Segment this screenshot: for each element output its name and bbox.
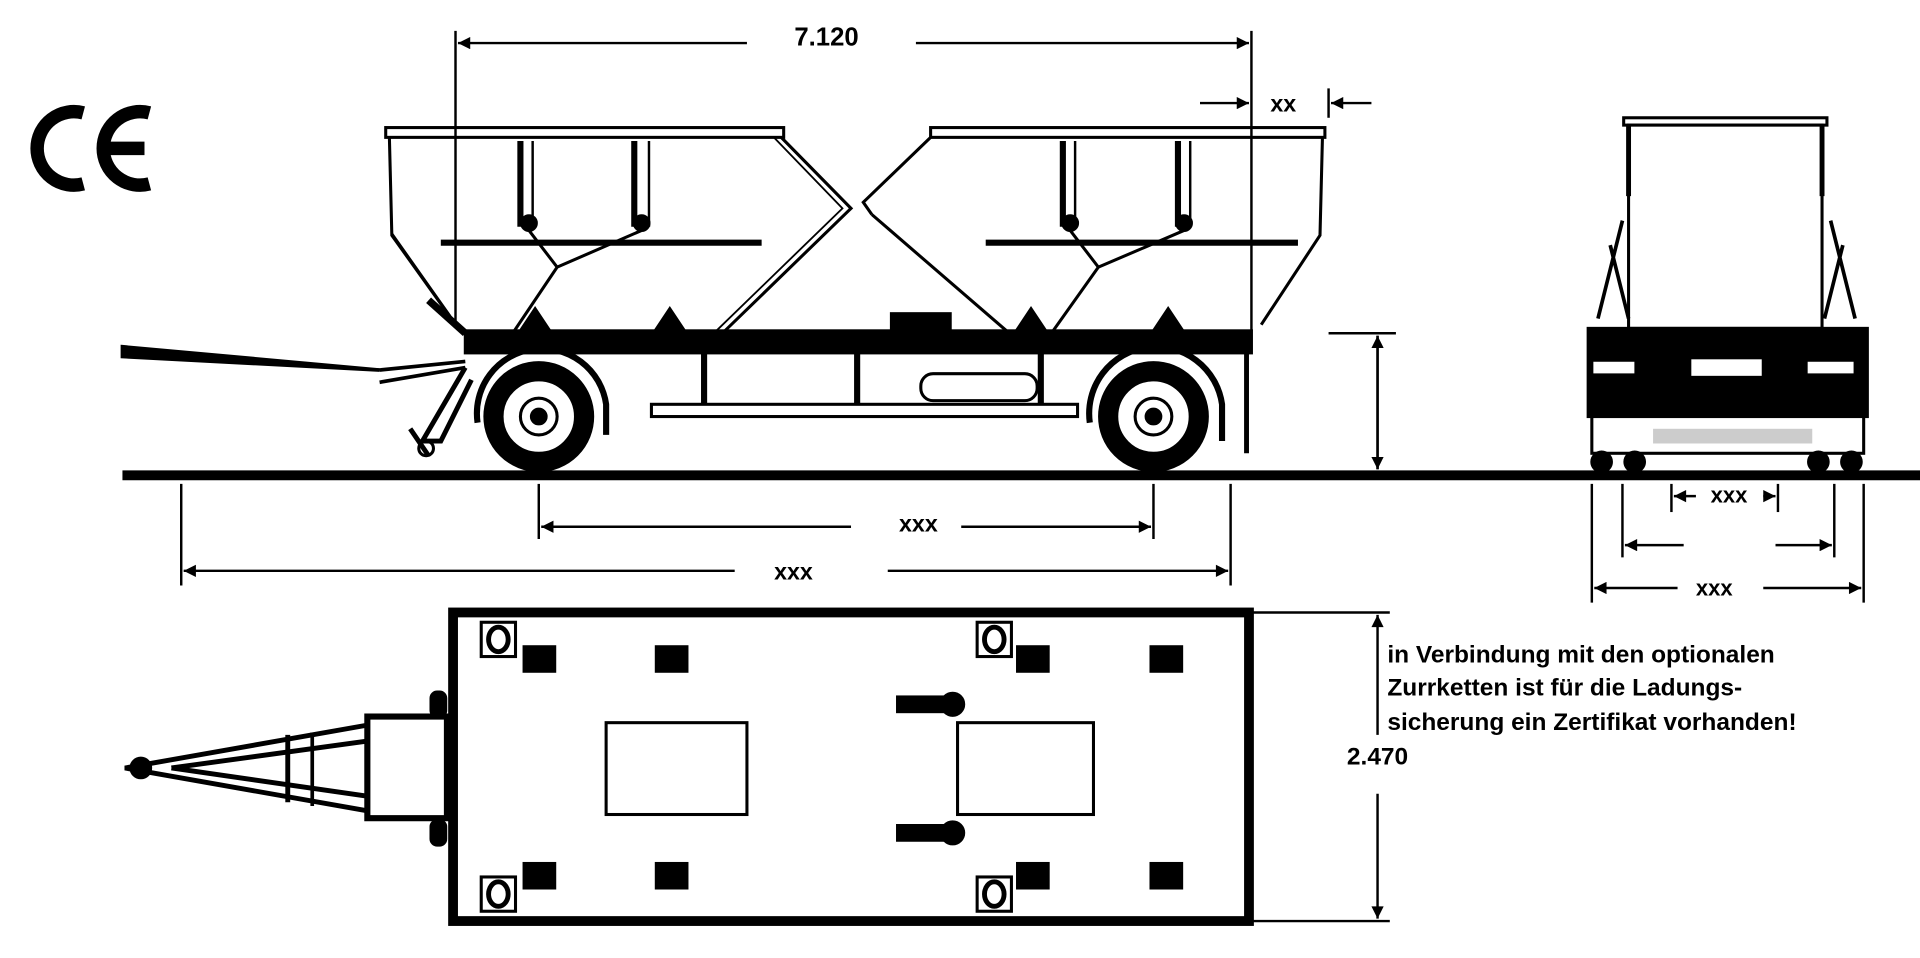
dimension-overall-length xyxy=(180,483,1232,586)
support-bolts xyxy=(896,691,966,846)
rear-view xyxy=(1586,116,1869,474)
dimension-length xyxy=(454,30,1253,331)
dimension-overhang-label: xx xyxy=(1270,91,1296,117)
drawbar xyxy=(120,344,466,385)
dimension-rear-outer-label: xxx xyxy=(1696,575,1734,600)
dimension-height xyxy=(1328,332,1396,470)
twist-locks xyxy=(479,620,1013,913)
right-hopper xyxy=(861,126,1327,332)
rear-dimensions xyxy=(1590,483,1865,603)
side-view xyxy=(120,126,1327,472)
dimension-length-label: 7.120 xyxy=(794,24,858,52)
rear-wheel xyxy=(1086,343,1226,472)
note-line: sicherung ein Zertifikat vorhanden! xyxy=(1387,709,1796,736)
note-line: in Verbindung mit den optionalen xyxy=(1387,642,1774,669)
lashing-points xyxy=(522,645,1184,890)
left-hopper xyxy=(384,126,854,332)
dimension-overhang xyxy=(1200,88,1372,118)
dimension-wheelbase-label: xxx xyxy=(899,511,938,537)
certificate-note: in Verbindung mit den optionalen Zurrket… xyxy=(1387,642,1796,736)
dimension-wheelbase xyxy=(537,483,1155,539)
dimension-rear-inner-label: xxx xyxy=(1711,482,1749,507)
note-line: Zurrketten ist für die Ladungs- xyxy=(1387,675,1742,702)
ce-logo xyxy=(30,104,152,192)
front-wheel xyxy=(473,345,610,472)
support-leg xyxy=(408,366,474,458)
deck-frame xyxy=(448,607,1254,926)
dimension-overall-length-label: xxx xyxy=(774,558,813,584)
dimension-width xyxy=(1248,611,1390,923)
top-view xyxy=(124,607,1254,926)
dimension-width-label: 2.470 xyxy=(1347,743,1408,770)
